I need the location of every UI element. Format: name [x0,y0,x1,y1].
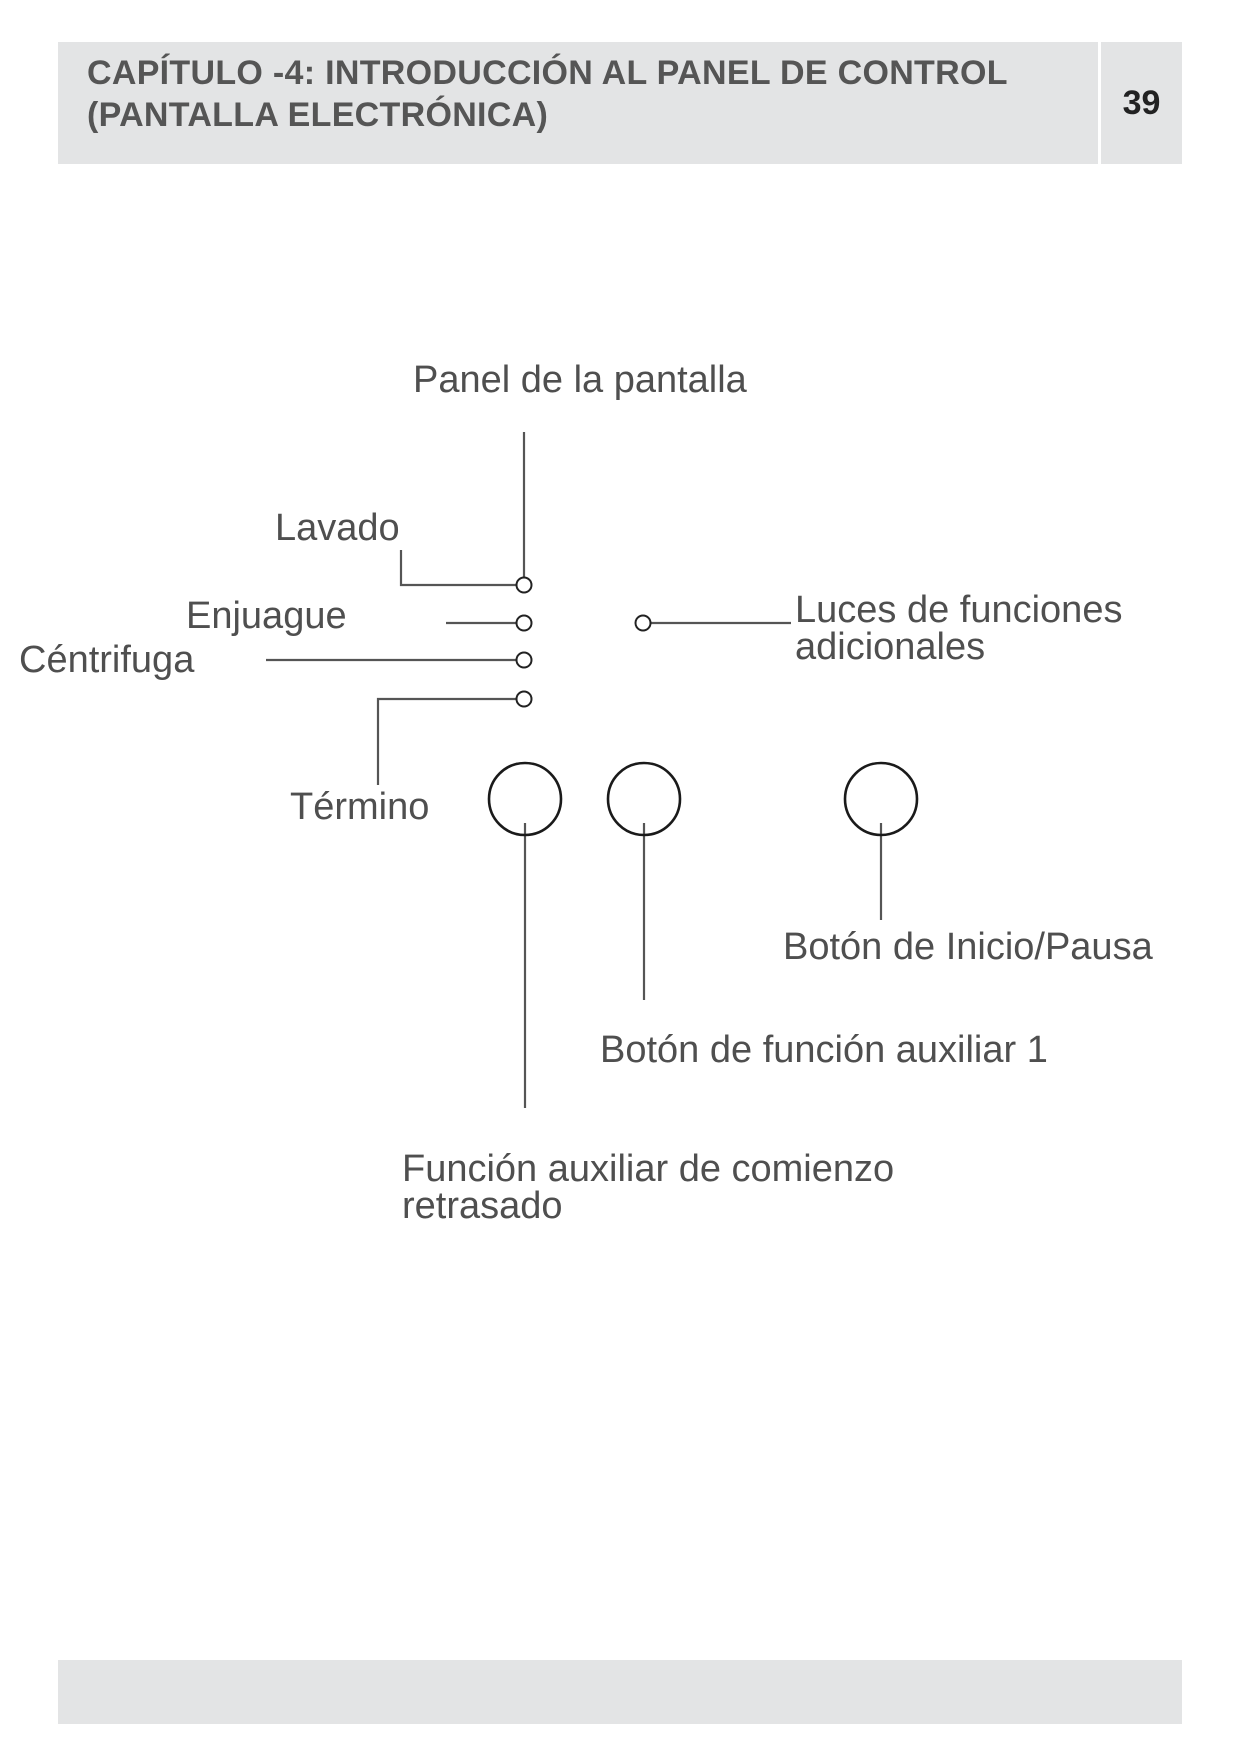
end-leader-line [376,697,519,785]
rinse-label: Enjuague [186,595,347,637]
delay-label-line-1: Función auxiliar de comienzo [402,1148,895,1190]
page-footer-bar [58,1660,1182,1724]
extra-function-led [634,614,652,632]
spin-led [515,651,533,669]
rinse-led [515,614,533,632]
wash-leader-line [399,550,519,587]
extra-lights-label: Luces de funciones adicionales [795,589,1123,668]
start-pause-label: Botón de Inicio/Pausa [783,926,1153,968]
delay-button-circle [487,761,563,837]
extra-lights-label-line-1: Luces de funciones [795,589,1123,631]
wash-label: Lavado [275,507,400,549]
end-led [515,690,533,708]
end-label: Término [290,786,430,828]
header-divider [1098,42,1101,164]
chapter-title-line-2: (PANTALLA ELECTRÓNICA) [87,96,549,134]
panel-label: Panel de la pantalla [413,359,747,401]
chapter-title: CAPÍTULO -4: INTRODUCCIÓN AL PANEL DE CO… [87,52,1077,136]
delay-label-line-2: retrasado [402,1185,563,1227]
delay-label: Función auxiliar de comienzo retrasado [402,1148,895,1227]
aux1-button-circle [606,761,682,837]
page-header: CAPÍTULO -4: INTRODUCCIÓN AL PANEL DE CO… [58,42,1182,164]
panel-led-top [515,576,533,594]
spin-label: Céntrifuga [19,639,195,681]
page-number: 39 [1122,83,1161,122]
start-pause-button-circle [843,761,919,837]
chapter-title-line-1: CAPÍTULO -4: INTRODUCCIÓN AL PANEL DE CO… [87,54,1008,92]
aux1-label: Botón de función auxiliar 1 [600,1029,1048,1071]
extra-lights-label-line-2: adicionales [795,626,986,668]
